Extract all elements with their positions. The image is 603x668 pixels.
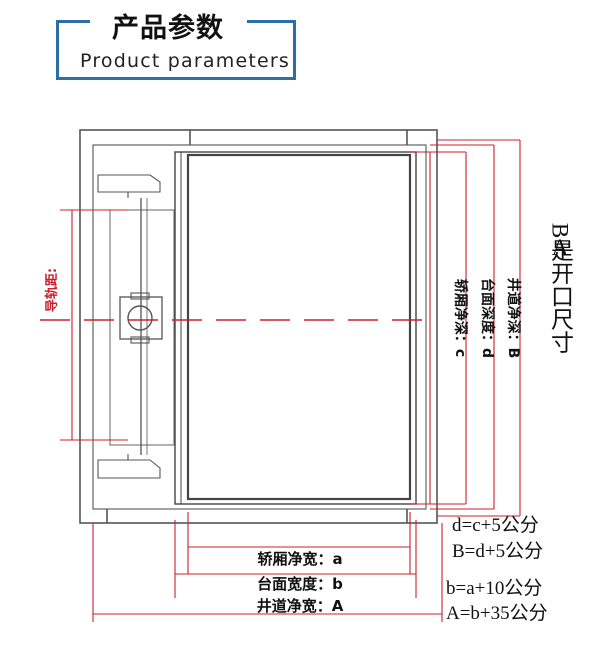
section-header: 产品参数 Product parameters xyxy=(0,0,603,100)
header-frame-left-vertical xyxy=(56,20,59,80)
cabin-width-label: 轿厢净宽：a xyxy=(257,550,342,568)
motor-cap-top xyxy=(130,292,150,300)
shaft-frame xyxy=(79,129,438,524)
motor-cap-bottom xyxy=(130,336,150,344)
platform-depth-label: 台面深度：d xyxy=(479,278,496,358)
top-bracket xyxy=(97,174,161,193)
motor-wheel xyxy=(127,305,153,331)
formula-d: d=c+5公分 xyxy=(452,514,539,536)
side-note-opening-size: B是开口尺寸 xyxy=(548,223,575,354)
shaft-outer-wall xyxy=(79,129,438,524)
guide-rail-assembly xyxy=(97,174,175,479)
page-subtitle: Product parameters xyxy=(80,50,290,72)
bottom-bracket xyxy=(97,459,161,479)
counter-frame xyxy=(109,209,175,446)
motor-housing xyxy=(119,296,163,340)
side-note-letter-a: A xyxy=(552,235,569,260)
formula-A: A=b+35公分 xyxy=(446,602,548,624)
platform-width-label: 台面宽度：b xyxy=(257,575,343,593)
shaft-depth-label: 井道净深：B xyxy=(505,278,522,359)
formula-b: b=a+10公分 xyxy=(446,577,542,599)
shaft-width-label: 井道净宽：A xyxy=(257,597,344,615)
header-frame-right-vertical xyxy=(293,20,296,80)
shaft-inner-wall xyxy=(92,144,427,510)
header-frame-left-top xyxy=(56,20,90,23)
header-frame-bottom xyxy=(56,77,296,80)
cabin-walls xyxy=(186,153,412,501)
cabin-platform xyxy=(174,151,417,505)
page-title: 产品参数 xyxy=(112,13,224,44)
formula-B: B=d+5公分 xyxy=(452,540,543,562)
header-frame-right-top xyxy=(247,20,296,23)
rail-distance-label: 导轨距: xyxy=(44,268,60,312)
cabin-depth-label: 轿厢净深：c xyxy=(452,279,469,357)
cabin xyxy=(174,151,417,505)
red-dimension-lines xyxy=(40,139,521,622)
